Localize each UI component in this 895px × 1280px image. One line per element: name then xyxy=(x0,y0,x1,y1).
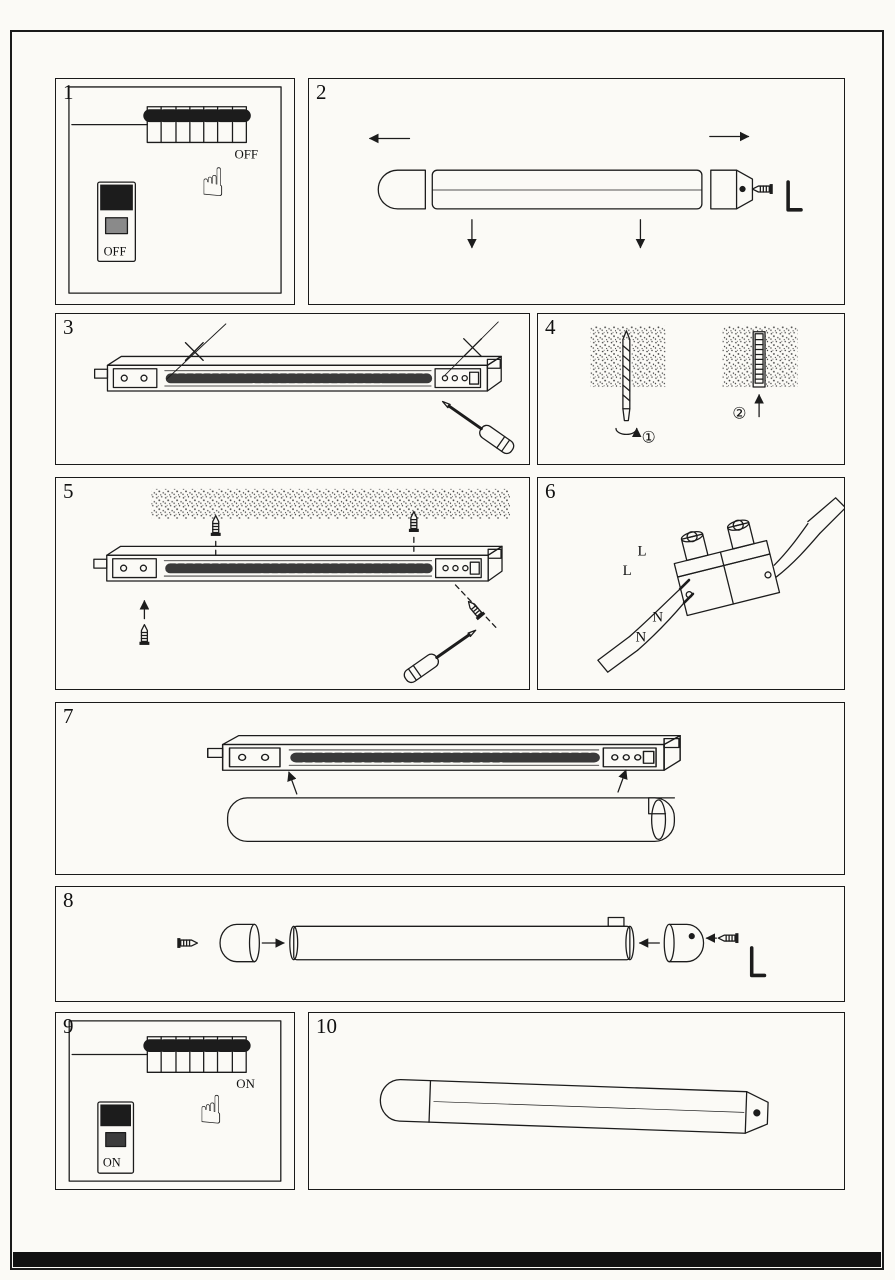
panel-step-9: 9 ON ☝ ON xyxy=(55,1012,295,1190)
cable-bottom-left xyxy=(597,578,695,673)
step-marker-1: ① xyxy=(642,427,656,446)
mount-screw-left-icon xyxy=(138,623,151,646)
assembled-fixture-illustration xyxy=(379,1078,769,1134)
terminal-label-l2: L xyxy=(623,563,632,579)
panel-7-number: 7 xyxy=(63,704,74,728)
panel-step-1: 1 OFF ☝ OFF xyxy=(55,78,295,305)
wiring-illustration: L L N N xyxy=(597,497,844,673)
cable-top-right xyxy=(773,497,844,578)
x-mark-right xyxy=(463,338,483,358)
dip-switch-illustration xyxy=(71,1036,251,1073)
end-cap-screw-dot xyxy=(753,1109,761,1117)
screw-right-icon xyxy=(717,932,740,944)
rotation-arrow xyxy=(615,427,642,438)
led-bar-open-illustration xyxy=(95,321,518,458)
panel-10-number: 10 xyxy=(316,1014,337,1038)
power-off-illustration: OFF ☝ OFF xyxy=(68,86,282,294)
end-cap-left xyxy=(219,923,260,963)
drill-bit-icon xyxy=(622,330,631,422)
panel-step-8: 8 xyxy=(55,886,845,1002)
end-cap-right xyxy=(710,169,754,210)
ceiling-mount-illustration xyxy=(94,488,510,687)
panel-step-10: 10 xyxy=(308,1012,845,1190)
panel-step-7: 7 xyxy=(55,702,845,875)
panel-1-number: 1 xyxy=(63,80,74,104)
power-on-illustration: ON ☝ ON xyxy=(68,1020,282,1182)
diffuser-cover xyxy=(226,797,676,843)
end-cap-left xyxy=(379,1078,432,1123)
panel-4-number: 4 xyxy=(545,315,556,339)
leader-line-left xyxy=(166,323,227,380)
screw-icon xyxy=(751,183,774,195)
dip-switch-illustration xyxy=(71,106,251,144)
panel-5-number: 5 xyxy=(63,479,74,503)
fixture-body xyxy=(428,1080,769,1134)
arrow-up-left xyxy=(287,771,298,795)
dip-switch-off-label: OFF xyxy=(234,147,258,161)
terminal-label-n1: N xyxy=(652,610,663,626)
x-mark-left xyxy=(184,341,204,362)
pointing-hand-icon: ☝ xyxy=(199,1088,223,1134)
hex-key-icon xyxy=(786,180,803,212)
dip-switch-on-label: ON xyxy=(236,1077,255,1091)
panel-step-3: 3 xyxy=(55,313,530,465)
step-marker-2: ② xyxy=(732,404,746,423)
panel-3-number: 3 xyxy=(63,315,74,339)
led-bar xyxy=(95,356,502,391)
panel-step-6: 6 xyxy=(537,477,845,690)
screw-left-icon xyxy=(176,937,199,949)
inner-border xyxy=(68,86,282,294)
panel-step-4: 4 ① ② xyxy=(537,313,845,465)
terminal-label-n2: N xyxy=(636,629,647,645)
rocker-switch-illustration xyxy=(97,181,136,263)
diffuser-fitting-illustration xyxy=(208,736,680,843)
tube-body xyxy=(289,916,635,961)
terminal-block xyxy=(673,519,781,617)
ceiling-screw-left-icon xyxy=(210,514,222,537)
led-bar xyxy=(208,736,680,771)
footer-black-bar xyxy=(13,1252,881,1267)
panel-9-number: 9 xyxy=(63,1014,74,1038)
drilling-illustration: ① ② xyxy=(590,325,798,446)
mount-screw-right-icon xyxy=(464,597,486,621)
end-cap-assembly-illustration xyxy=(176,916,767,978)
screwdriver-icon xyxy=(437,394,518,458)
rocker-switch-illustration xyxy=(97,1101,135,1174)
screwdriver-icon xyxy=(400,623,482,687)
led-bar xyxy=(94,546,502,581)
panel-step-5: 5 xyxy=(55,477,530,690)
arrow-up-right xyxy=(617,769,628,793)
wall-plug-icon xyxy=(754,333,764,384)
tube-disassembly-illustration xyxy=(368,131,803,249)
inner-border xyxy=(68,1020,282,1182)
ceiling-section xyxy=(151,488,510,519)
rocker-switch-off-label: OFF xyxy=(104,244,127,258)
hex-key-icon xyxy=(749,946,767,978)
rocker-switch-on-label: ON xyxy=(103,1155,121,1169)
tube-body xyxy=(377,169,703,210)
panel-step-2: 2 xyxy=(308,78,845,305)
terminal-label-l1: L xyxy=(638,543,647,559)
panel-6-number: 6 xyxy=(545,479,556,503)
panel-2-number: 2 xyxy=(316,80,327,104)
end-cap-right xyxy=(663,923,705,963)
pointing-hand-icon: ☝ xyxy=(201,160,225,206)
panel-8-number: 8 xyxy=(63,888,74,912)
